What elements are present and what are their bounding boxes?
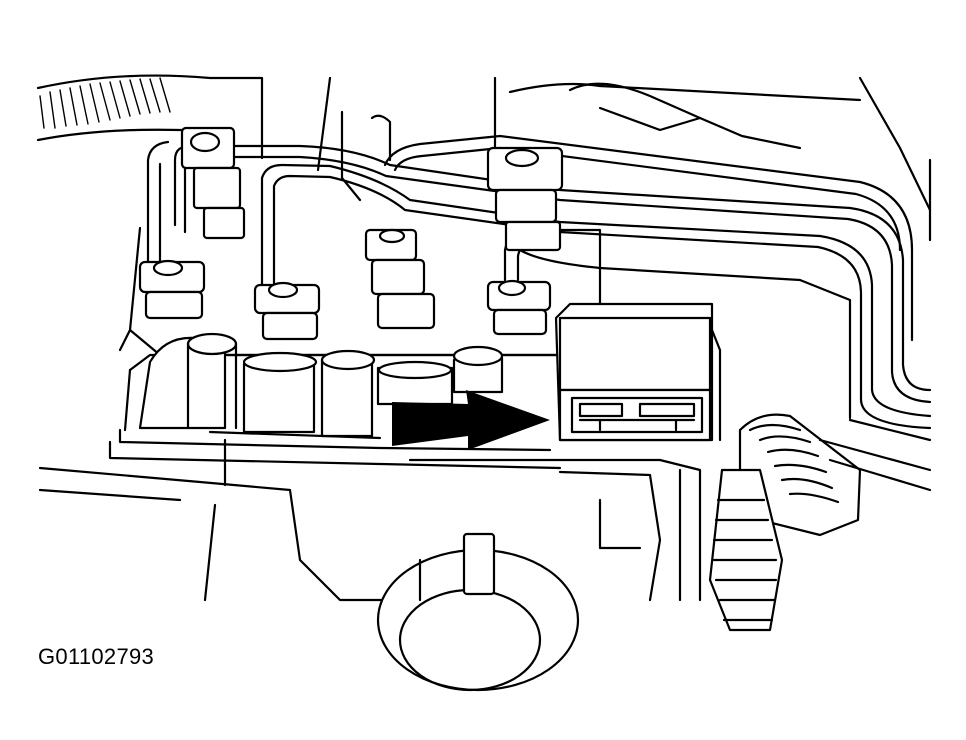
fitting-top-left (182, 128, 244, 238)
fitting-left-lower (140, 261, 204, 318)
fitting-center-left (255, 283, 319, 339)
relay-box (556, 304, 720, 440)
fitting-center-right (366, 230, 434, 328)
fitting-top-right (488, 148, 562, 250)
solenoid-3 (322, 351, 374, 436)
figure-id-label: G01102793 (38, 644, 155, 669)
lower-body (40, 440, 700, 690)
solenoid-5 (454, 347, 502, 392)
fitting-right-lower (488, 281, 550, 334)
brake-line-fittings (140, 128, 562, 339)
upper-left-bellows (38, 76, 330, 170)
indicator-arrow (392, 390, 550, 450)
solenoid-4 (378, 362, 452, 404)
upper-right-bracket (342, 78, 930, 240)
solenoid-2 (244, 353, 316, 432)
valve-solenoids (110, 334, 560, 468)
solenoid-1 (140, 334, 236, 428)
wiring-harness (710, 415, 930, 630)
